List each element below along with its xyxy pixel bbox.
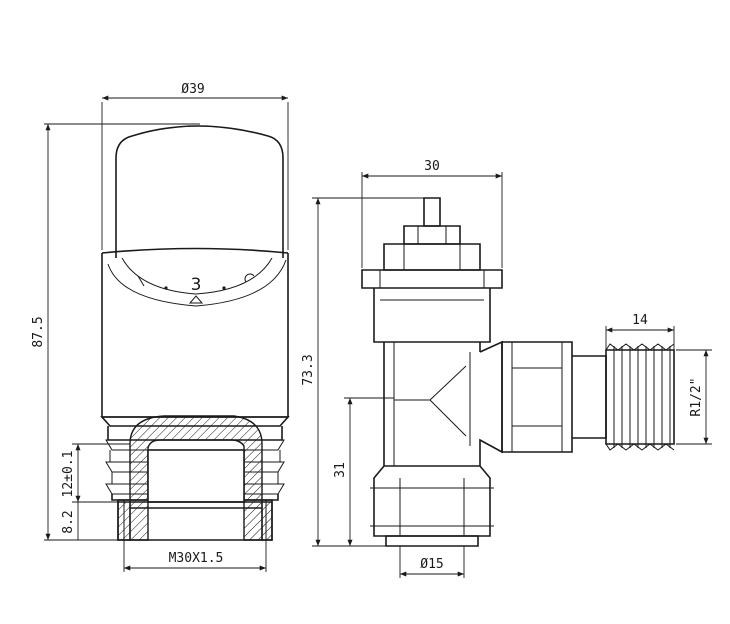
valve-spindle [423, 197, 441, 227]
dim-valve-width: 30 [424, 159, 440, 174]
dim-thread-depth-b: 8.2 [61, 510, 76, 533]
section-cavity [147, 449, 245, 503]
outlet-thread [605, 349, 675, 445]
dim-pipe-diameter: Ø15 [420, 557, 443, 572]
valve-cap [383, 243, 481, 271]
dim-head-diameter: Ø39 [181, 82, 204, 97]
gland-nut [403, 225, 461, 245]
left-dimensions: Ø39 87.5 12±0.1 8.2 M30X1.5 [31, 82, 289, 572]
outlet-thread-ridges [605, 343, 675, 451]
dim-outlet-length: 14 [632, 313, 648, 328]
scale-ring [101, 247, 289, 254]
dim-overall-height: 87.5 [31, 316, 46, 347]
scale-window [107, 259, 287, 307]
inlet-nut [373, 465, 491, 537]
thermostatic-head-view: 3 [100, 125, 290, 541]
dim-inlet-height: 31 [333, 462, 348, 478]
outlet-union [501, 341, 573, 453]
dim-thread-depth-a: 12±0.1 [61, 451, 76, 498]
valve-branch [479, 340, 503, 466]
dim-connection-thread: M30X1.5 [169, 551, 224, 566]
valve-neck [373, 288, 491, 343]
right-dimensions: 30 73.3 31 14 R1/2" Ø15 [301, 159, 712, 578]
valve-body-view [361, 197, 675, 547]
scale-setting: 3 [191, 275, 202, 295]
scale-marks [137, 273, 255, 304]
section-cut [129, 415, 263, 541]
dim-valve-height: 73.3 [301, 354, 316, 385]
head-dome [115, 125, 284, 258]
dim-outlet-thread: R1/2" [689, 377, 704, 416]
valve-vertical-body [383, 342, 481, 466]
